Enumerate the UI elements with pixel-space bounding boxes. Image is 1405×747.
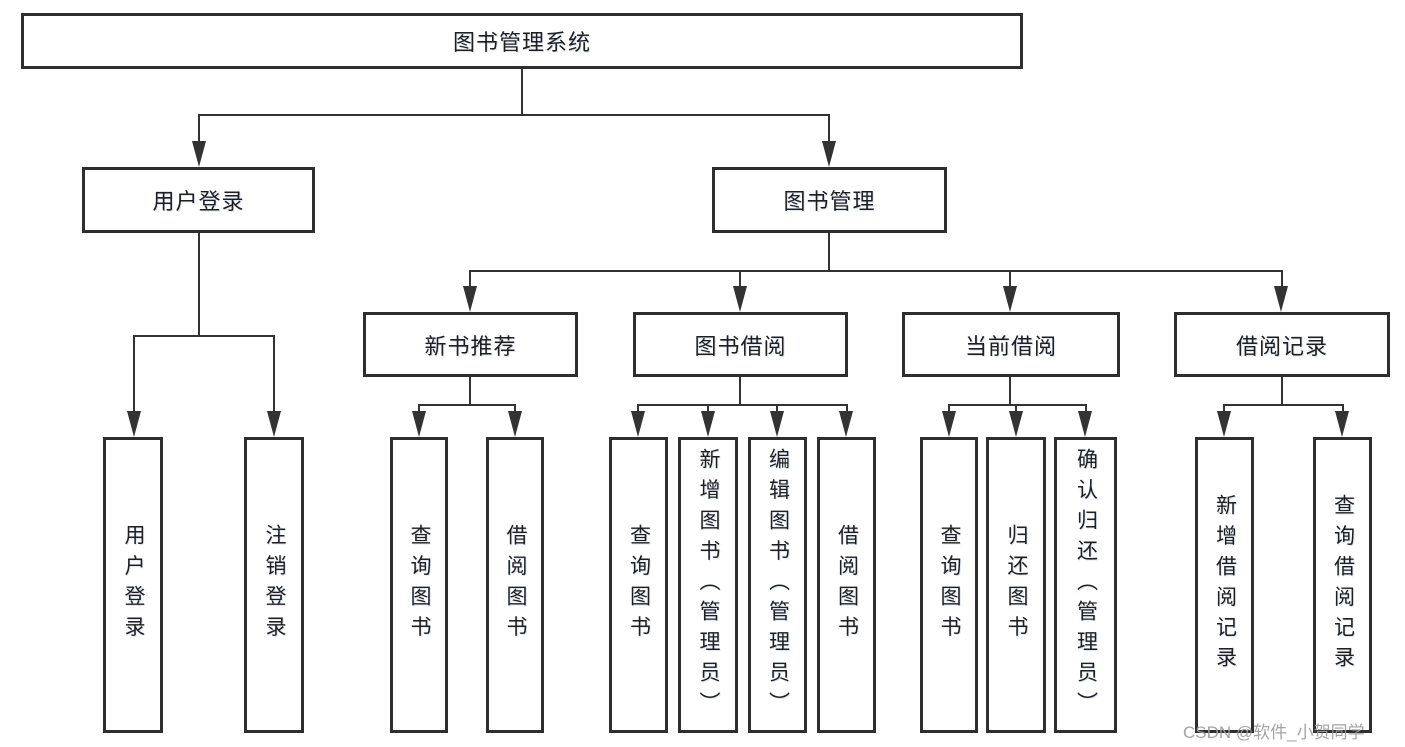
node-library-system-label: 图书管理系统 <box>452 30 591 55</box>
node-library-system: 图书管理系统 <box>21 13 1023 69</box>
connector-line <box>707 404 709 414</box>
leaf-borrow-books-recommend: 借阅图书 <box>486 437 544 733</box>
connector-line <box>828 114 830 143</box>
leaf-add-borrow-record-label: 新增借阅记录 <box>1213 493 1237 677</box>
connector-line <box>198 114 200 143</box>
connector-line <box>198 233 200 337</box>
arrow-down-icon <box>127 411 141 437</box>
leaf-confirm-return-admin: 确认归还（管理员） <box>1054 437 1117 733</box>
arrow-down-icon <box>1217 411 1231 437</box>
arrow-down-icon <box>192 141 206 167</box>
connector-line <box>638 404 848 406</box>
connector-line <box>1281 377 1283 406</box>
connector-line <box>1009 270 1011 288</box>
leaf-return-books-label: 归还图书 <box>1005 524 1028 646</box>
leaf-user-login-label: 用户登录 <box>122 524 145 646</box>
arrow-down-icon <box>942 411 956 437</box>
arrow-down-icon <box>267 411 281 437</box>
leaf-query-books-current-label: 查询图书 <box>938 524 961 646</box>
arrow-down-icon <box>631 411 645 437</box>
node-current-borrowing: 当前借阅 <box>902 312 1120 377</box>
node-user-login-label: 用户登录 <box>152 189 245 214</box>
connector-line <box>1085 404 1087 414</box>
arrow-down-icon <box>508 411 522 437</box>
leaf-borrow-books-label: 借阅图书 <box>835 524 859 646</box>
connector-line <box>1224 404 1344 406</box>
arrow-down-icon <box>1274 286 1288 312</box>
leaf-query-books-borrowing: 查询图书 <box>609 437 668 733</box>
leaf-query-borrow-record: 查询借阅记录 <box>1313 437 1372 733</box>
connector-line <box>637 404 639 414</box>
leaf-return-books: 归还图书 <box>986 437 1046 733</box>
connector-line <box>828 233 830 272</box>
connector-line <box>739 270 741 288</box>
csdn-watermark: CSDN @软件_小贺同学 <box>1183 723 1365 742</box>
leaf-query-books-recommend: 查询图书 <box>390 437 448 733</box>
connector-line <box>419 404 516 406</box>
connector-line <box>469 377 471 406</box>
node-book-borrowing-label: 图书借阅 <box>694 333 787 359</box>
connector-line <box>469 270 471 288</box>
node-book-management: 图书管理 <box>712 167 947 233</box>
connector-line <box>514 404 516 414</box>
leaf-add-books-admin-label: 新增图书（管理员） <box>697 447 720 723</box>
arrow-down-icon <box>1009 411 1023 437</box>
leaf-borrow-books: 借阅图书 <box>817 437 876 733</box>
node-borrowing-records: 借阅记录 <box>1174 312 1390 377</box>
arrow-down-icon <box>463 286 477 312</box>
connector-line <box>521 69 523 116</box>
connector-line <box>133 335 135 413</box>
node-book-borrowing: 图书借阅 <box>633 312 848 377</box>
leaf-query-borrow-record-label: 查询借阅记录 <box>1331 493 1355 677</box>
connector-line <box>846 404 848 414</box>
connector-line <box>948 404 950 414</box>
node-borrowing-records-label: 借阅记录 <box>1235 333 1328 359</box>
arrow-down-icon <box>1003 286 1017 312</box>
arrow-down-icon <box>1335 411 1349 437</box>
node-book-management-label: 图书管理 <box>783 189 876 214</box>
leaf-user-login: 用户登录 <box>103 437 163 733</box>
connector-line <box>418 404 420 414</box>
connector-line <box>1223 404 1225 414</box>
leaf-add-books-admin: 新增图书（管理员） <box>678 437 738 733</box>
leaf-add-borrow-record: 新增借阅记录 <box>1195 437 1254 733</box>
connector-line <box>1015 404 1017 414</box>
arrow-down-icon <box>1078 411 1092 437</box>
connector-line <box>739 377 741 406</box>
node-user-login: 用户登录 <box>82 167 315 233</box>
node-new-book-recommend-label: 新书推荐 <box>424 333 517 359</box>
arrow-down-icon <box>412 411 426 437</box>
node-current-borrowing-label: 当前借阅 <box>964 333 1057 359</box>
connector-line <box>1342 404 1344 414</box>
connector-line <box>198 114 830 116</box>
arrow-down-icon <box>770 411 784 437</box>
leaf-query-books-recommend-label: 查询图书 <box>408 524 431 646</box>
leaf-confirm-return-admin-label: 确认归还（管理员） <box>1074 447 1098 723</box>
arrow-down-icon <box>822 141 836 167</box>
connector-line <box>1281 270 1283 288</box>
connector-line <box>273 335 275 413</box>
connector-line <box>133 335 275 337</box>
leaf-borrow-books-recommend-label: 借阅图书 <box>504 524 527 646</box>
arrow-down-icon <box>733 286 747 312</box>
leaf-query-books-current: 查询图书 <box>920 437 978 733</box>
arrow-down-icon <box>839 411 853 437</box>
leaf-logout: 注销登录 <box>244 437 304 733</box>
connector-line <box>776 404 778 414</box>
leaf-edit-books-admin-label: 编辑图书（管理员） <box>766 447 790 723</box>
leaf-logout-label: 注销登录 <box>263 524 286 646</box>
connector-line <box>1009 377 1011 406</box>
connector-line <box>949 404 1087 406</box>
leaf-edit-books-admin: 编辑图书（管理员） <box>748 437 807 733</box>
arrow-down-icon <box>701 411 715 437</box>
node-new-book-recommend: 新书推荐 <box>363 312 578 377</box>
leaf-query-books-borrowing-label: 查询图书 <box>627 524 651 646</box>
connector-line <box>470 270 1283 272</box>
